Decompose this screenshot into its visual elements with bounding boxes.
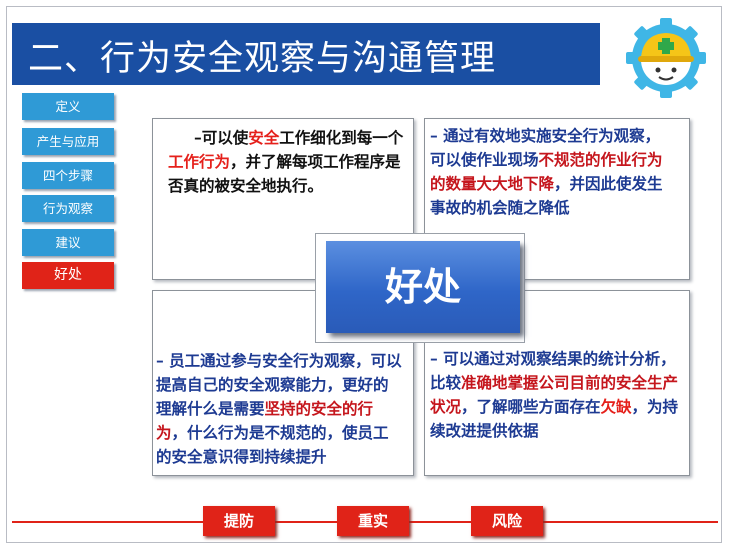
sidebar-item-definition[interactable]: 定义 [22,93,114,120]
bottom-button-risk[interactable]: 风险 [471,506,543,536]
center-benefits-block: 好处 [326,241,520,333]
benefit-text-top-left: –可以使安全工作细化到每一个工作行为，并了解每项工作程序是否真的被安全地执行。 [168,128,404,195]
title-bar: 二、行为安全观察与沟通管理 [12,23,600,85]
sidebar-item-suggestions[interactable]: 建议 [22,229,114,256]
sidebar-item-behavior-observation[interactable]: 行为观察 [22,195,114,222]
center-benefits-label: 好处 [384,265,461,309]
sidebar-item-origin-application[interactable]: 产生与应用 [22,128,114,155]
sidebar-item-benefits[interactable]: 好处 [22,262,114,289]
benefit-text-top-right: – 通过有效地实施安全行为观察，可以使作业现场不规范的作业行为的数量大大地下降，… [430,126,663,217]
sidebar-item-four-steps[interactable]: 四个步骤 [22,162,114,189]
safety-helmet-gear-logo-icon [626,18,706,98]
bottom-button-guard[interactable]: 提防 [203,506,275,536]
benefit-text-bottom-left: – 员工通过参与安全行为观察，可以提高自己的安全观察能力，更好的理解什么是需要坚… [156,351,402,466]
page-title: 二、行为安全观察与沟通管理 [28,39,497,79]
benefit-text-bottom-right: – 可以通过对观察结果的统计分析，比较准确地掌握公司目前的安全生产状况，了解哪些… [430,349,679,440]
bottom-button-emphasize[interactable]: 重实 [337,506,409,536]
